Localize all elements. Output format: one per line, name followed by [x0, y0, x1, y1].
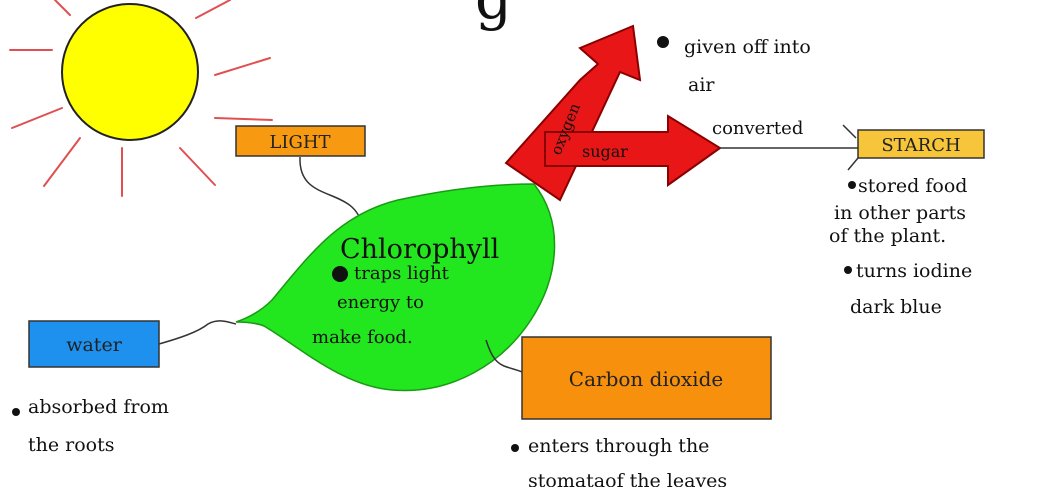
water-label: water — [66, 334, 122, 356]
starch-note-2-line-1: turns iodine — [856, 260, 972, 282]
sugar-arrow — [544, 114, 722, 187]
starch-note-1-bullet — [848, 181, 856, 189]
oxygen-note-bullet — [657, 36, 669, 48]
converted-tick — [842, 124, 857, 139]
water-connector — [158, 320, 237, 345]
carbon-dioxide-box — [521, 336, 772, 420]
title-fragment: g — [475, 0, 512, 32]
co2-note-bullet — [511, 444, 519, 452]
light-label: LIGHT — [269, 132, 330, 153]
sugar-label: sugar — [582, 142, 628, 161]
carbon-dioxide-label: Carbon dioxide — [569, 367, 723, 391]
light-box — [235, 125, 366, 157]
co2-connector — [485, 339, 523, 373]
water-note-bullet — [12, 408, 20, 416]
starch-note-1-line-3: of the plant. — [829, 225, 946, 247]
leaf-line-1: traps light — [354, 263, 450, 284]
converted-label: converted — [712, 118, 803, 139]
starch-note-1-line-1: stored food — [858, 175, 967, 197]
starch-box — [857, 129, 985, 159]
water-note-line-1: absorbed from — [28, 396, 169, 418]
starch-note-2-bullet — [844, 266, 852, 274]
leaf-title: Chlorophyll — [340, 234, 499, 265]
chlorophyll-leaf — [235, 183, 556, 392]
leaf-line-3: make food. — [312, 327, 413, 348]
water-note-line-2: the roots — [28, 434, 115, 456]
leaf-line-2: energy to — [337, 292, 424, 313]
co2-note-line-1: enters through the — [528, 435, 709, 457]
starch-note-1-line-2: in other parts — [834, 202, 966, 224]
oxygen-note-line-2: air — [688, 74, 715, 96]
sun-icon — [9, 0, 273, 197]
oxygen-note-line-1: given off into — [684, 36, 811, 58]
light-connector — [299, 156, 363, 227]
leaf-bullet — [332, 266, 348, 282]
water-box — [28, 320, 160, 368]
starch-connector — [847, 157, 859, 171]
starch-note-2-line-2: dark blue — [850, 296, 942, 318]
co2-note-line-2: stomataof the leaves — [528, 470, 727, 487]
starch-label: STARCH — [881, 135, 960, 156]
